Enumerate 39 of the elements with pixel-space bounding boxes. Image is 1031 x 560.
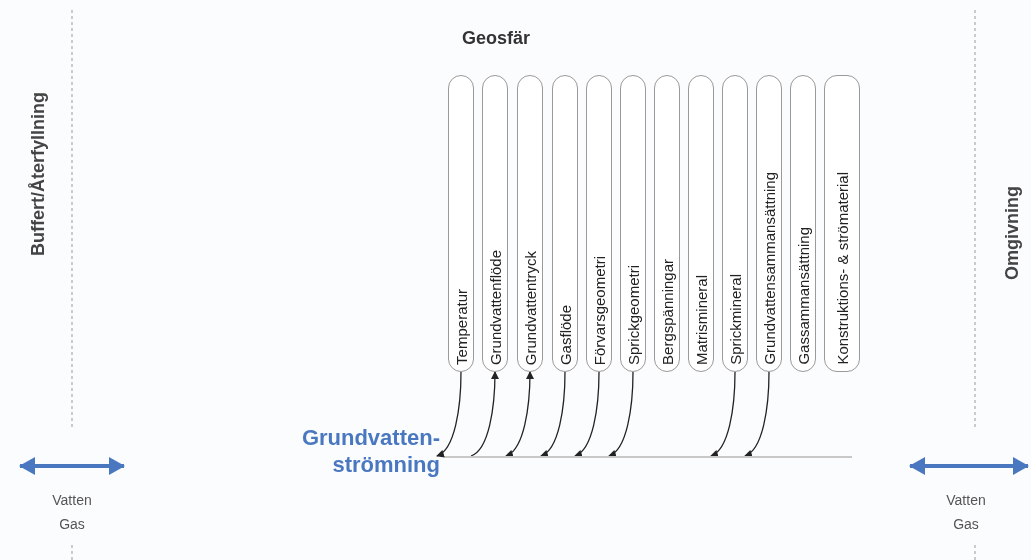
parameter-label: Bergspänningar: [659, 259, 675, 365]
arrow: [744, 371, 770, 457]
parameter-box: [517, 75, 543, 372]
parameter-box: [448, 75, 474, 372]
parameter-box: [722, 75, 748, 372]
parameter-label: Sprickmineral: [727, 274, 743, 365]
parameter-box: [688, 75, 714, 372]
flux-label: Vatten Gas: [51, 491, 93, 534]
arrow: [574, 371, 600, 457]
parameter-box: [620, 75, 646, 372]
arrow: [540, 371, 566, 457]
parameter-box: [756, 75, 782, 372]
arrow: [436, 371, 462, 457]
parameter-box: [552, 75, 578, 372]
parameter-box: [790, 75, 816, 372]
parameter-label: Grundvattentryck: [522, 250, 538, 365]
flux-label: Vatten Gas: [945, 491, 987, 534]
parameter-label: Förvarsgeometri: [591, 255, 607, 365]
arrow: [470, 371, 499, 457]
parameter-label: Konstruktions- & strömaterial: [834, 172, 850, 365]
parameter-box: [482, 75, 508, 372]
parameter-label: Grundvattenflöde: [487, 249, 503, 365]
parameter-box: [586, 75, 612, 372]
region-heading: Omgivning: [1002, 186, 1023, 280]
parameter-label: Matrismineral: [693, 275, 709, 365]
parameter-label: Gasflöde: [557, 304, 573, 365]
arrow: [608, 371, 634, 457]
parameter-label: Gassammansättning: [795, 227, 811, 365]
arrow: [710, 371, 736, 457]
parameter-label: Grundvattensammansättning: [761, 172, 777, 365]
region-heading: Buffert/Återfyllning: [28, 92, 49, 256]
flow-line: [445, 456, 852, 458]
parameter-box: [654, 75, 680, 372]
arrow: [505, 371, 534, 457]
parameter-box: [824, 75, 860, 372]
region-heading: Geosfär: [462, 28, 531, 49]
parameter-label: Temperatur: [453, 289, 469, 365]
parameter-label: Sprickgeometri: [625, 264, 641, 365]
flow-label: Grundvatten- strömning: [300, 424, 440, 478]
